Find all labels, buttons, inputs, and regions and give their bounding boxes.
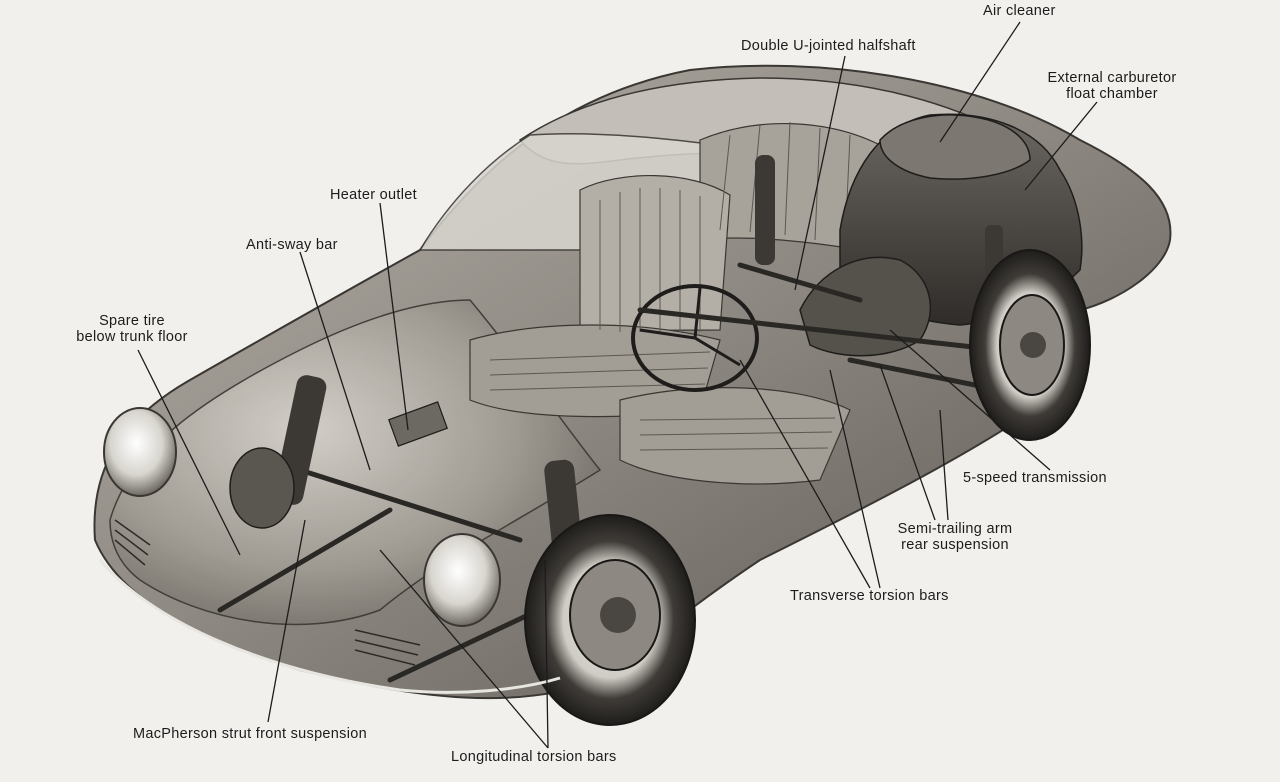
label-line: Spare tire	[99, 313, 165, 329]
label-line: below trunk floor	[76, 329, 188, 345]
label-semi-trailing-arm-rear-suspension: Semi-trailing arm rear suspension	[880, 521, 1030, 553]
label-heater-outlet: Heater outlet	[330, 187, 417, 203]
label-longitudinal-torsion-bars: Longitudinal torsion bars	[451, 749, 617, 765]
label-5-speed-transmission: 5-speed transmission	[963, 470, 1107, 486]
label-transverse-torsion-bars: Transverse torsion bars	[790, 588, 949, 604]
label-line: rear suspension	[901, 537, 1009, 553]
label-line: float chamber	[1066, 86, 1158, 102]
right-seat-cushion	[619, 387, 851, 485]
right-headlamp	[423, 533, 501, 627]
front-left-disc	[229, 447, 295, 529]
air-cleaner-housing	[879, 114, 1031, 180]
steering-wheel	[631, 284, 759, 392]
label-air-cleaner: Air cleaner	[983, 3, 1056, 19]
label-line: Semi-trailing arm	[897, 521, 1013, 537]
front-bumper	[98, 559, 561, 694]
label-spare-tire-below-trunk-floor: Spare tire below trunk floor	[62, 313, 202, 345]
label-macpherson-strut-front-suspension: MacPherson strut front suspension	[133, 726, 367, 742]
label-external-carburetor-float-chamber: External carburetor float chamber	[1036, 70, 1188, 102]
leader-lines	[137, 21, 1098, 749]
label-line: External carburetor	[1047, 70, 1177, 86]
rear-shock	[755, 155, 775, 265]
label-double-u-jointed-halfshaft: Double U-jointed halfshaft	[741, 38, 916, 54]
label-anti-sway-bar: Anti-sway bar	[246, 237, 338, 253]
left-headlamp	[103, 407, 177, 497]
heater-outlet-vent	[388, 401, 448, 447]
horn-grilles	[114, 519, 421, 666]
